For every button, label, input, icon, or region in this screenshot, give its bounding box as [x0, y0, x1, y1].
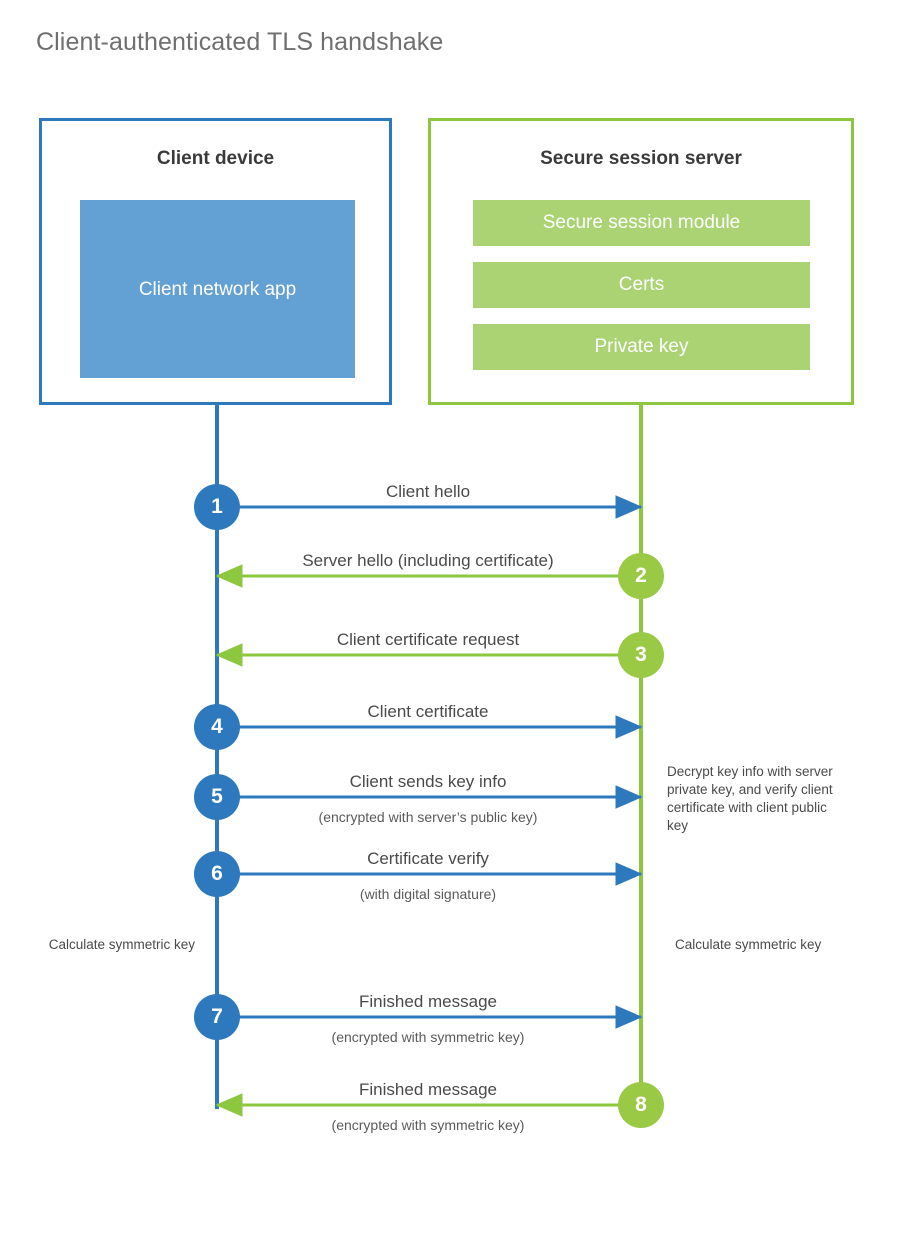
message-sublabel-8: (encrypted with symmetric key)	[331, 1117, 525, 1133]
participant-secure-session-server: Secure session server Secure session mod…	[428, 118, 854, 405]
message-label-4: Client certificate	[367, 702, 489, 721]
client-lifeline	[215, 404, 219, 1109]
step-circle-6: 6	[194, 851, 240, 897]
message-sublabel-6: (with digital signature)	[359, 886, 497, 902]
participant-client-device: Client device Client network app	[39, 118, 392, 405]
client-network-app-block: Client network app	[80, 200, 355, 378]
annotation-client-calculate-symmetric-key: Calculate symmetric key	[48, 937, 195, 952]
message-label-3: Client certificate request	[336, 630, 520, 649]
step-circle-1: 1	[194, 484, 240, 530]
step-circle-3: 3	[618, 632, 664, 678]
step-circle-2: 2	[618, 553, 664, 599]
page-title: Client-authenticated TLS handshake	[36, 28, 444, 56]
message-label-1: Client hello	[385, 482, 471, 501]
message-label-6: Certificate verify	[367, 849, 489, 868]
secure-session-server-title: Secure session server	[540, 148, 742, 169]
message-label-2: Server hello (including certificate)	[302, 551, 554, 570]
annotation-server-decrypt: Decrypt key info with server private key…	[667, 764, 833, 833]
step-circle-7: 7	[194, 994, 240, 1040]
server-lifeline	[639, 404, 643, 1107]
server-block-certs: Certs	[473, 262, 810, 308]
server-block-secure-session-module: Secure session module	[473, 200, 810, 246]
client-device-title: Client device	[156, 148, 275, 169]
server-block-private-key: Private key	[473, 324, 810, 370]
step-circle-5: 5	[194, 774, 240, 820]
message-label-5: Client sends key info	[349, 772, 507, 791]
step-circle-8: 8	[618, 1082, 664, 1128]
message-sublabel-5: (encrypted with server’s public key)	[318, 809, 538, 825]
step-circle-4: 4	[194, 704, 240, 750]
message-label-7: Finished message	[359, 992, 497, 1011]
message-sublabel-7: (encrypted with symmetric key)	[331, 1029, 525, 1045]
annotation-server-calculate-symmetric-key: Calculate symmetric key	[675, 937, 822, 952]
message-label-8: Finished message	[359, 1080, 497, 1099]
